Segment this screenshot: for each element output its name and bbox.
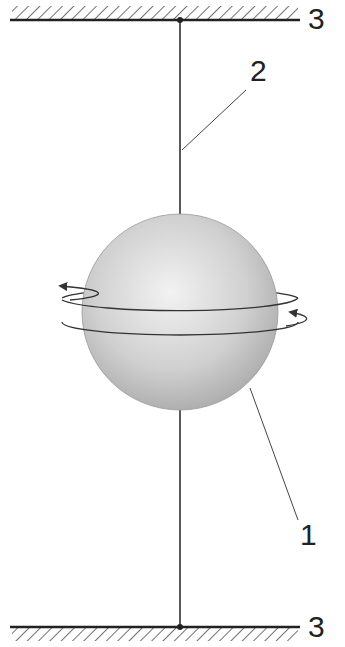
leader-line [250, 388, 298, 520]
top-support-hatching [12, 6, 298, 20]
rotation-arrow-head [286, 312, 307, 326]
rotation-arrow [62, 322, 298, 335]
callout-number: 2 [250, 56, 267, 86]
bottom-support-hatching [12, 627, 298, 641]
callout-number: 1 [300, 520, 317, 550]
bottom-support [10, 626, 300, 629]
attachment-point [177, 624, 183, 630]
sphere [82, 214, 278, 410]
wire [179, 410, 181, 627]
callout-number: 3 [308, 4, 325, 34]
rotation-arrow [62, 298, 298, 311]
rotation-arrow-head [60, 286, 98, 300]
attachment-point [177, 17, 183, 23]
callout-number: 3 [308, 612, 325, 642]
top-support [10, 19, 300, 22]
leader-line [182, 90, 246, 150]
wire [179, 20, 181, 214]
